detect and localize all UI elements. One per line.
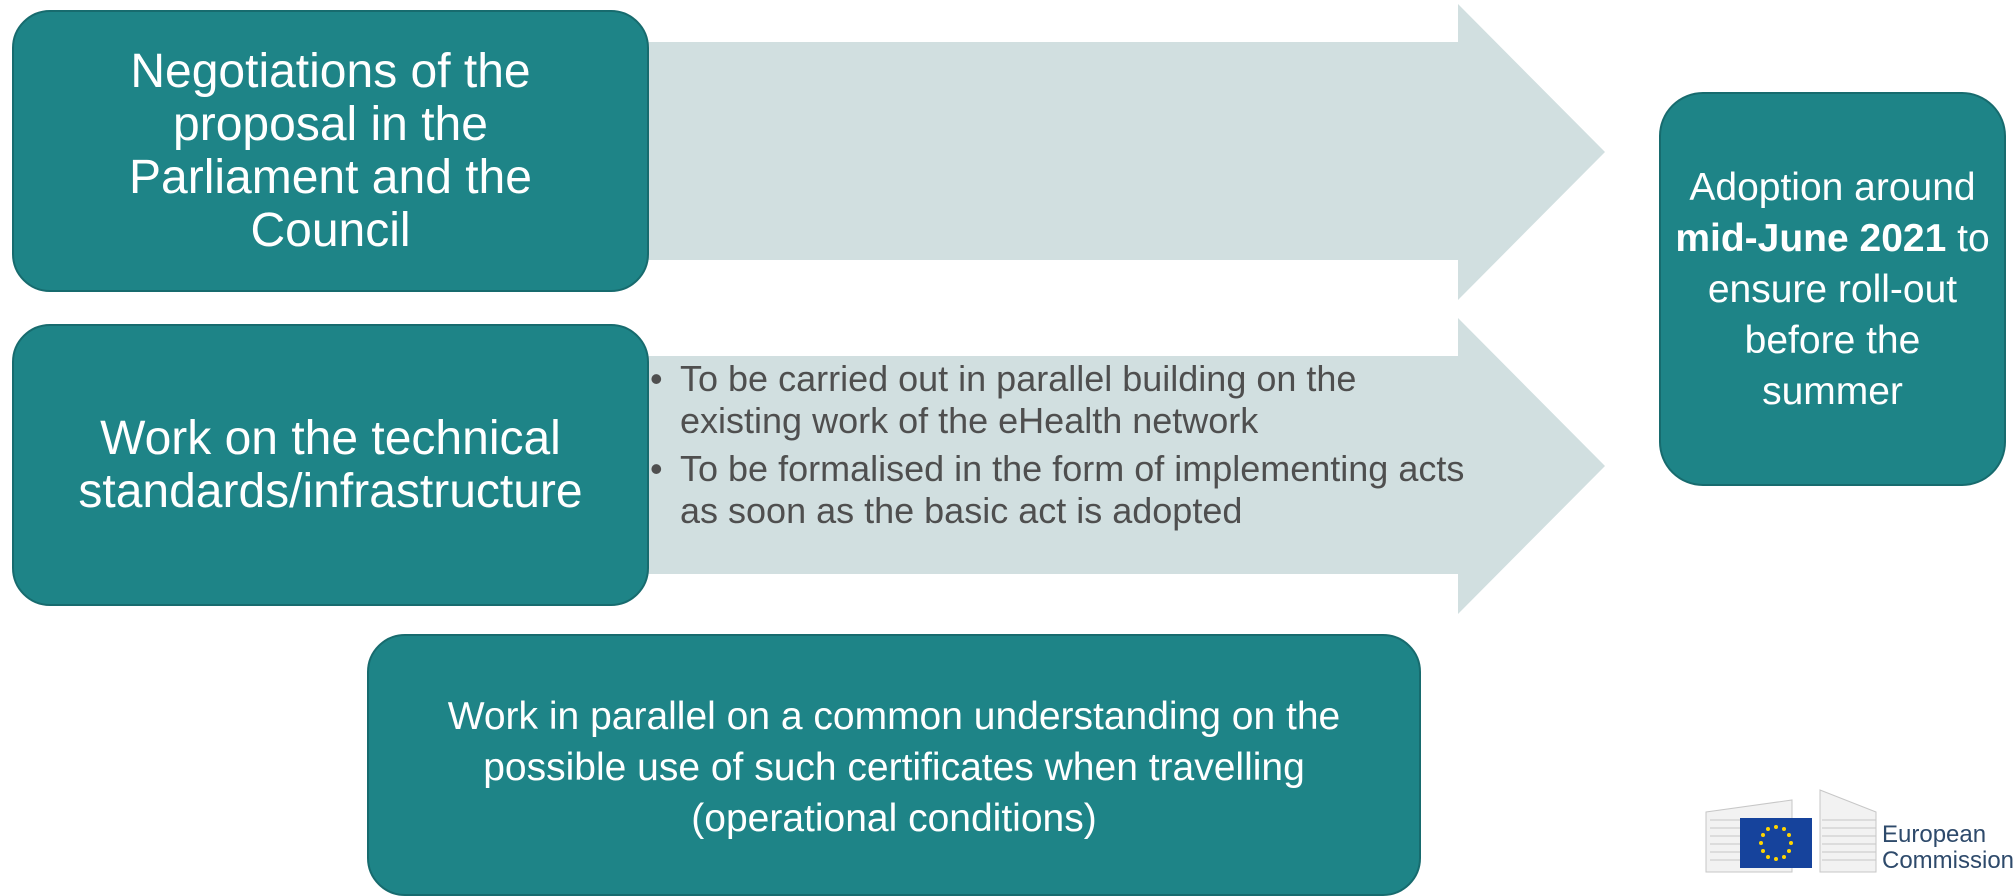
adoption-text-post: to ensure roll-out before the summer [1707, 216, 1990, 413]
negotiations-text: Negotiations of the proposal in the Parl… [129, 45, 532, 257]
arrow-top [640, 4, 1605, 300]
european-commission-label: European Commission [1882, 822, 2013, 874]
technical-standards-text: Work on the technical standards/infrastr… [78, 412, 583, 518]
bullet-item: To be formalised in the form of implemen… [650, 448, 1470, 532]
adoption-box: Adoption around mid-June 2021 to ensure … [1659, 92, 2006, 486]
negotiations-box: Negotiations of the proposal in the Parl… [12, 10, 649, 292]
technical-bullet-list: To be carried out in parallel building o… [650, 358, 1470, 538]
european-commission-logo-icon [1705, 789, 1877, 873]
adoption-text-pre: Adoption around [1689, 165, 1976, 209]
technical-standards-box: Work on the technical standards/infrastr… [12, 324, 649, 606]
adoption-date: mid-June 2021 [1675, 216, 1947, 260]
logo-line-commission: Commission [1882, 847, 2013, 874]
logo-line-european: European [1882, 821, 1987, 848]
adoption-text: Adoption around mid-June 2021 to ensure … [1671, 162, 1994, 417]
parallel-work-text: Work in parallel on a common understandi… [447, 695, 1341, 840]
parallel-work-box: Work in parallel on a common understandi… [367, 634, 1421, 896]
bullet-item: To be carried out in parallel building o… [650, 358, 1470, 442]
